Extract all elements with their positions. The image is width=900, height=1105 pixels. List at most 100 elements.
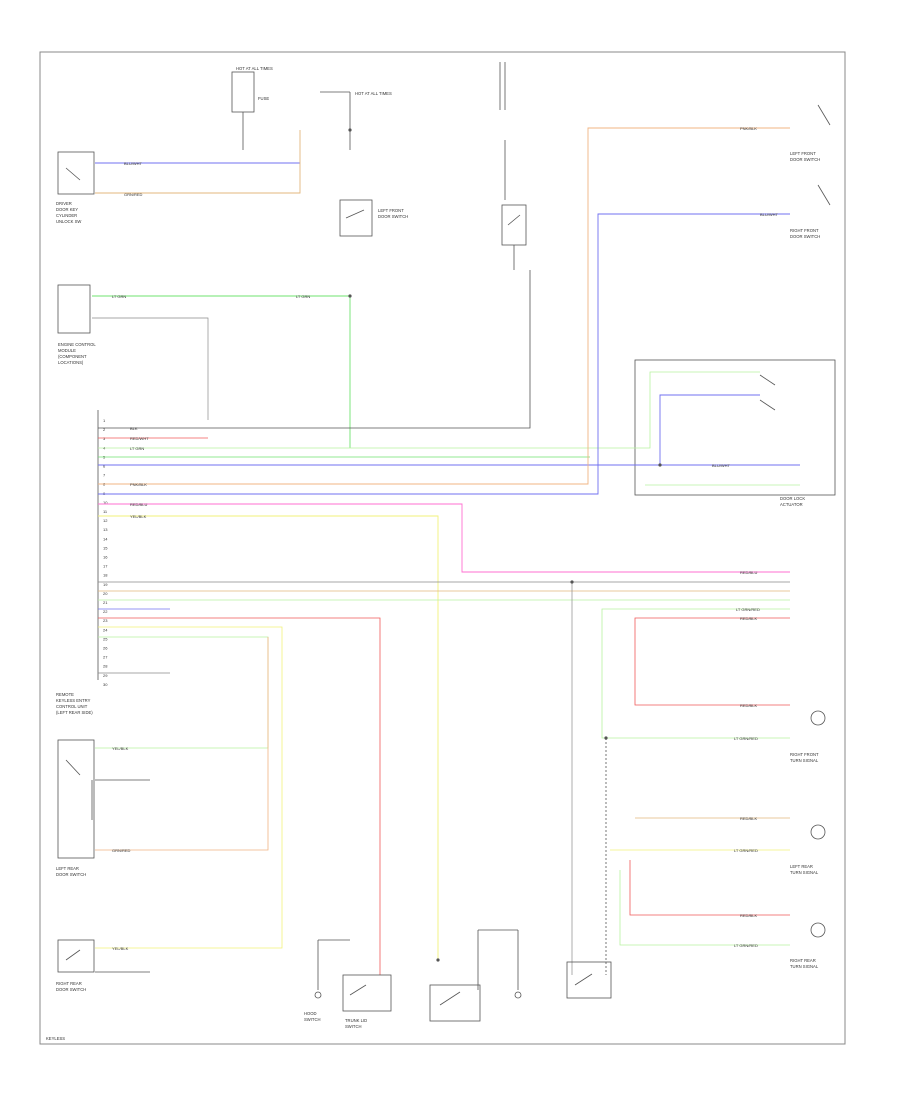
wire-label-24: GRN/RED: [112, 848, 131, 853]
wire-label-25: YEL/BLK: [112, 946, 129, 951]
driver-unlock-label-2: DOOR KEY: [56, 207, 78, 212]
wire-label-8: PNK/BLK: [130, 482, 147, 487]
splice-dot-6: [436, 958, 440, 962]
trunk-label-2: SWITCH: [345, 1024, 362, 1029]
splice-dot-3: [658, 463, 662, 467]
right-front-door-switch: RIGHT FRONT DOOR SWITCH: [790, 184, 831, 239]
wire-green-row3: [98, 371, 760, 449]
top-center-switch: [499, 62, 527, 270]
wire-label-7: LT GRN: [130, 446, 144, 451]
rf-sw-label-1: RIGHT FRONT: [790, 228, 819, 233]
wire-red-lamp3: [629, 860, 790, 916]
wire-label-18: LT GRN/RED: [734, 736, 758, 741]
wire-label-23: YEL/BLK: [112, 746, 129, 751]
rr-sw-label-1: RIGHT REAR: [56, 981, 82, 986]
wire-label-4: LT GRN: [296, 294, 310, 299]
driver-unlock-label-1: DRIVER: [56, 201, 72, 206]
footer-label: KEYLESS: [46, 1036, 65, 1041]
wire-label-16: RED/BLK: [740, 616, 757, 621]
engine-control-module: ENGINE CONTROL MODULE (COMPONENT LOCATIO…: [57, 284, 96, 365]
wire-red-row15: [98, 617, 381, 975]
ecm-label-3: (COMPONENT: [58, 354, 87, 359]
connector-pin: 16: [103, 555, 108, 560]
connector-pin-numbers: 1234567891011121314151617181920212223242…: [103, 418, 108, 687]
connector-pin: 14: [103, 536, 108, 541]
connector-pin: 20: [103, 591, 108, 596]
connector-pin: 19: [103, 582, 108, 587]
trunk-label-1: TRUNK LID: [345, 1018, 367, 1023]
wire-blue-row7: [98, 213, 790, 495]
connector-pin: 26: [103, 646, 108, 651]
lamp-label-1: RIGHT FRONT: [790, 752, 819, 757]
module-label-1: REMOTE: [56, 692, 74, 697]
hood-switch: HOOD SWITCH: [304, 939, 350, 1022]
trunk-switch: TRUNK LID SWITCH: [342, 974, 392, 1029]
connector-pin: 22: [103, 609, 108, 614]
ecm-label-4: LOCATIONS): [58, 360, 84, 365]
wire-label-17: RED/BLK: [740, 703, 757, 708]
wire-lightgreen-row17: [95, 636, 269, 749]
wire-label-12: PNK/BLK: [740, 126, 757, 131]
connector-pin: 3: [103, 436, 106, 441]
lamp-label-3: LEFT REAR: [790, 864, 813, 869]
fuse-label-1: FUSE: [258, 96, 269, 101]
module-label-2: KEYLESS ENTRY: [56, 698, 91, 703]
wire-label-15: LT GRN/RED: [736, 607, 760, 612]
connector-pin: 30: [103, 682, 108, 687]
hood-label-1: HOOD: [304, 1011, 317, 1016]
relay-label-1: LEFT FRONT: [378, 208, 404, 213]
splice-dot-2: [348, 128, 352, 132]
wire-label-14: RED/BLU: [740, 570, 757, 575]
wire-label-2: GRN/RED: [124, 192, 143, 197]
center-relay: LEFT FRONT DOOR SWITCH: [339, 199, 408, 237]
connector-pin: 27: [103, 655, 108, 660]
connector-pin: 17: [103, 564, 108, 569]
wire-label-19: RED/BLK: [740, 816, 757, 821]
wire-green-lamp1: [601, 608, 790, 739]
connector-pin: 6: [103, 464, 106, 469]
wire-label-13: BLU/WHT: [760, 212, 779, 217]
connector-pin: 29: [103, 673, 108, 678]
fuse-block-2: HOT AT ALL TIMES: [320, 91, 392, 150]
connector-pin: 13: [103, 527, 108, 532]
diagram-frame: [39, 51, 846, 1045]
left-rear-turn-lamp: LEFT REAR TURN SIGNAL: [790, 824, 826, 875]
lamp-label-5: RIGHT REAR: [790, 958, 816, 963]
connector-pin: 11: [103, 509, 108, 514]
wire-orange-row6: [98, 127, 790, 485]
hood-label-2: SWITCH: [304, 1017, 321, 1022]
connector-pin: 12: [103, 518, 108, 523]
ecm-label-2: MODULE: [58, 348, 76, 353]
left-front-door-switch: LEFT FRONT DOOR SWITCH: [790, 104, 831, 162]
wire-gray-ecm: [92, 317, 209, 420]
door-lock-actuator-box: DOOR LOCK ACTUATOR: [634, 359, 836, 507]
front-sw-label-2: DOOR SWITCH: [790, 157, 820, 162]
left-front-bottom-switch: [566, 961, 612, 999]
splice-dot-5: [570, 580, 574, 584]
door-lock-label-2: ACTUATOR: [780, 502, 803, 507]
driver-unlock-switch: DRIVER DOOR KEY CYLINDER UNLOCK SW: [56, 151, 95, 224]
wire-label-5: BLK: [130, 426, 138, 431]
wire-label-1: BLU/WHT: [124, 161, 143, 166]
wire-label-6: RED/WHT: [130, 436, 149, 441]
connector-pin: 10: [103, 500, 108, 505]
wire-label-9: RED/BLU: [130, 502, 147, 507]
connector-pin: 24: [103, 627, 108, 632]
relay-label-2: DOOR SWITCH: [378, 214, 408, 219]
connector-pin: 2: [103, 427, 106, 432]
module-label-4: (LEFT REAR SIDE): [56, 710, 93, 715]
splice-dot-1: [348, 294, 352, 298]
lr-sw-label-2: DOOR SWITCH: [56, 872, 86, 877]
wire-label-3: LT GRN: [112, 294, 126, 299]
wire-blue-vert-door: [659, 394, 760, 465]
right-front-turn-lamp: RIGHT FRONT TURN SIGNAL: [790, 710, 826, 763]
fuse-block-1: HOT AT ALL TIMES FUSE: [231, 66, 273, 150]
ecm-label-1: ENGINE CONTROL: [58, 342, 96, 347]
connector-pin: 9: [103, 491, 106, 496]
wire-label-11: BLU/WHT: [712, 463, 731, 468]
door-lock-switch-bottom: [429, 929, 522, 1022]
lamp-label-6: TURN SIGNAL: [790, 964, 819, 969]
wire-label-21: RED/BLK: [740, 913, 757, 918]
